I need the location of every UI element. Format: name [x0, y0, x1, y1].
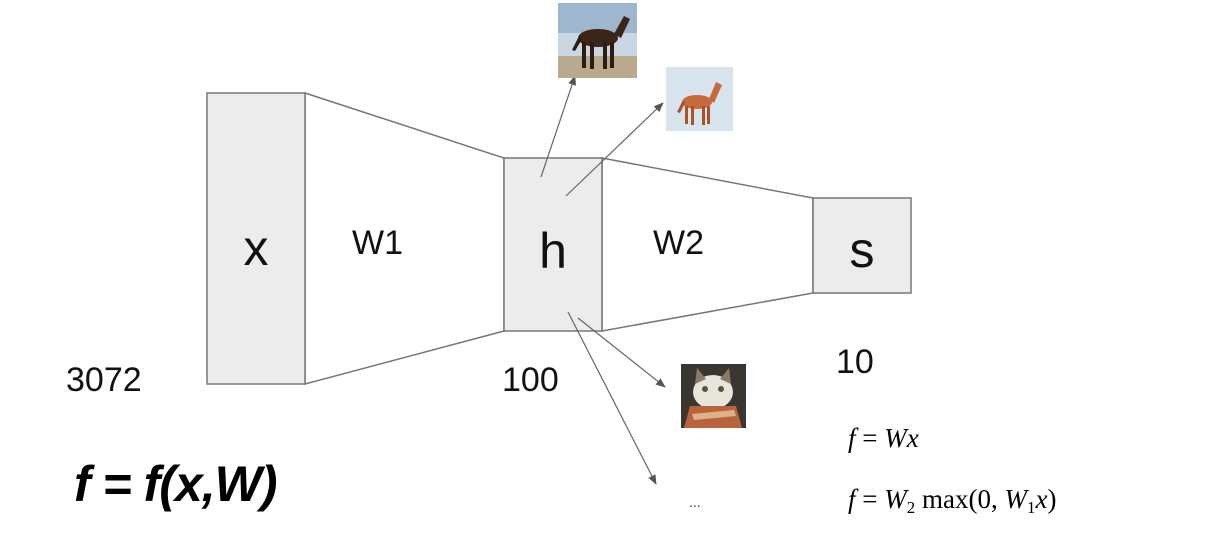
horse-dark-image	[558, 3, 637, 78]
h-box	[503, 157, 603, 332]
arrow-to-ellipsis	[567, 311, 657, 485]
eq2-w1-sub: 1	[1026, 498, 1036, 517]
s-box	[812, 197, 912, 294]
eq2-x: x	[1035, 484, 1048, 514]
w2-label: W2	[653, 224, 704, 262]
h-node-label: h	[539, 223, 567, 279]
eq2-w2-sub: 2	[906, 498, 916, 517]
w1-label: W1	[352, 224, 403, 262]
s-node-label: s	[850, 222, 875, 278]
linear-equation: f = Wx	[848, 423, 919, 454]
eq1-x: x	[906, 423, 919, 453]
eq2-max: max(0,	[915, 484, 1005, 514]
x-box	[206, 92, 306, 385]
w2-connector	[601, 157, 814, 332]
eq2-lhs: f	[848, 484, 856, 514]
arrow-to-horse-red	[565, 102, 664, 197]
eq1-equals: =	[855, 423, 885, 453]
arrow-to-cat	[577, 317, 666, 388]
w1-connector	[304, 91, 505, 385]
eq1-lhs: f	[848, 423, 856, 453]
horse-red-image	[666, 67, 733, 131]
eq2-close: )	[1047, 484, 1057, 514]
x-size-label: 3072	[66, 361, 142, 399]
ellipsis-text: ...	[689, 494, 701, 510]
eq2-equals: =	[855, 484, 885, 514]
two-layer-equation: f = W2 max(0, W1x)	[848, 484, 1056, 518]
function-formula: f = f(x,W)	[74, 456, 277, 512]
eq2-w1: W	[1004, 484, 1027, 514]
cat-image	[681, 364, 746, 428]
eq2-w2: W	[884, 484, 907, 514]
h-size-label: 100	[502, 361, 559, 399]
arrow-to-horse-dark	[540, 75, 576, 178]
s-size-label: 10	[836, 343, 874, 381]
eq1-w: W	[884, 423, 907, 453]
x-node-label: x	[244, 220, 269, 276]
